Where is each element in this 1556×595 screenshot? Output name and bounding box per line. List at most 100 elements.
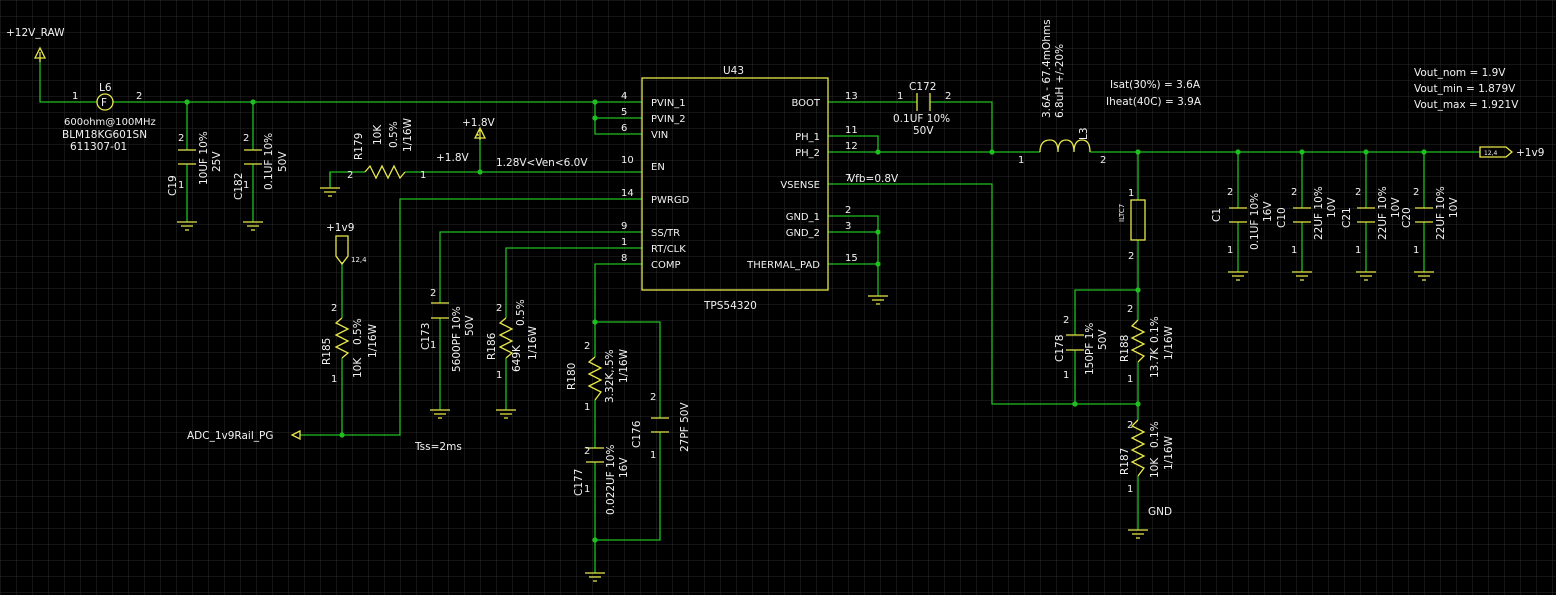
resistor-r188[interactable]: 2 1 R188 0.1% 13.7K 1/16W xyxy=(1119,304,1175,385)
c177-pin1: 1 xyxy=(584,484,590,495)
r179-pin2: 2 xyxy=(347,170,353,181)
r186-v3: 1/16W xyxy=(527,325,539,360)
resistor-r179[interactable]: 2 1 R179 10K 0.5% 1/16W xyxy=(347,117,426,181)
r180-pin1: 1 xyxy=(584,402,590,413)
c182-pin2: 2 xyxy=(243,133,249,144)
c20-pin2: 2 xyxy=(1413,187,1419,198)
r179-v2: 0.5% xyxy=(388,121,400,148)
ground-icon xyxy=(430,409,450,419)
cap-c178[interactable]: 2 1 C178 150PF 1% 50V xyxy=(1054,315,1109,381)
ic-pin-num-ph-1: 11 xyxy=(845,125,858,136)
c21-pin2: 2 xyxy=(1355,187,1361,198)
ic-pin-name-en: EN xyxy=(651,162,665,173)
c1-v1: 0.1UF 10% xyxy=(1249,193,1261,250)
l6-pin2: 2 xyxy=(136,91,142,102)
r188-pin2: 2 xyxy=(1127,304,1133,315)
c21-ref: C21 xyxy=(1341,207,1353,228)
r188-ref: R188 xyxy=(1119,335,1131,362)
r186-v1: 0.5% xyxy=(515,299,527,326)
c182-ref: C182 xyxy=(233,173,245,200)
ic-body[interactable] xyxy=(641,77,829,291)
note-vout-nom: Vout_nom = 1.9V xyxy=(1414,67,1506,79)
iltc7-pin1: 1 xyxy=(1128,188,1134,199)
power-symbols: +12V_RAW +1.8V +1.8V 1.28V<Ven<6.0V +1v9… xyxy=(6,27,1544,582)
cap-c182[interactable]: 2 1 C182 0.1UF 10% 50V xyxy=(233,133,289,200)
c178-ref: C178 xyxy=(1054,335,1066,362)
c173-v2: 50V xyxy=(464,315,476,336)
inductor-l3[interactable]: 1 2 L3 3.6A - 67.4mOhms 6.8uH +/-20% xyxy=(1018,19,1106,166)
c20-v2: 10V xyxy=(1448,197,1460,218)
c10-ref: C10 xyxy=(1276,207,1288,228)
net-label-12v-raw: +12V_RAW xyxy=(6,27,65,39)
c176-pin2: 2 xyxy=(650,392,656,403)
ic-left-pins: 4PVIN_15PVIN_26VIN10EN14PWRGD9SS/TR1RT/C… xyxy=(621,91,690,271)
cap-c172[interactable]: 1 2 C172 0.1UF 10% 50V xyxy=(893,81,951,137)
net-label-1v8-top: +1.8V xyxy=(462,117,495,129)
cap-c173[interactable]: 2 1 C173 5600PF 10% 50V xyxy=(420,288,476,372)
cap-c177[interactable]: 2 1 C177 0.022UF 10% 16V xyxy=(573,445,630,515)
r180-ref: R180 xyxy=(566,363,578,390)
c176-pin1: 1 xyxy=(650,450,656,461)
r187-v1: 0.1% xyxy=(1149,421,1161,448)
c176-ref: C176 xyxy=(631,420,643,448)
ic-ref: U43 xyxy=(723,65,744,77)
r180-pin2: 2 xyxy=(584,341,590,352)
r186-ref: R186 xyxy=(486,332,498,360)
port-tag-out: 12,4 xyxy=(1484,150,1498,157)
c177-pin2: 2 xyxy=(584,446,590,457)
r185-pin2: 2 xyxy=(331,303,337,314)
r188-v1: 0.1% xyxy=(1149,316,1161,343)
r179-v3: 1/16W xyxy=(402,117,414,152)
net-label-1v9-in: +1v9 xyxy=(326,222,354,234)
c173-ref: C173 xyxy=(420,323,432,350)
note-vout-max: Vout_max = 1.921V xyxy=(1414,99,1519,111)
c172-v1: 0.1UF 10% xyxy=(893,113,950,125)
ground-icon xyxy=(868,295,888,305)
resistor-r180[interactable]: 2 1 R180 3.32K,.5% 1/16W xyxy=(566,341,630,413)
r187-pin1: 1 xyxy=(1127,484,1133,495)
resistor-r185[interactable]: 2 1 R185 0.5% 10K 1/16W xyxy=(321,303,379,385)
ic-pin-name-pwrgd: PWRGD xyxy=(651,195,690,206)
net-label-gnd: GND xyxy=(1148,506,1172,518)
note-iheat: Iheat(40C) = 3.9A xyxy=(1106,96,1202,108)
r187-v3: 1/16W xyxy=(1163,435,1175,470)
r185-v1: 0.5% xyxy=(352,318,364,345)
ic-pin-num-pwrgd: 14 xyxy=(621,188,634,199)
wires xyxy=(39,62,1480,573)
c173-pin1: 1 xyxy=(430,340,436,351)
ground-icon xyxy=(1128,529,1148,539)
port-adc-icon xyxy=(290,429,301,441)
resistor-r186[interactable]: 2 1 R186 0.5% 649K 1/16W xyxy=(486,299,539,381)
ic-part: TPS54320 xyxy=(703,300,757,312)
c178-pin2: 2 xyxy=(1063,315,1069,326)
ic-u43[interactable]: U43 TPS54320 4PVIN_15PVIN_26VIN10EN14PWR… xyxy=(621,65,858,312)
note-isat: Isat(30%) = 3.6A xyxy=(1110,79,1201,91)
ic-pin-num-boot: 13 xyxy=(845,91,858,102)
r180-v2: 1/16W xyxy=(618,348,630,383)
cap-c176[interactable]: 2 1 C176 27PF 50V xyxy=(631,392,691,461)
ic-pin-name-pvin-1: PVIN_1 xyxy=(651,98,686,109)
resistor-r187[interactable]: 2 1 R187 0.1% 10K 1/16W xyxy=(1119,419,1175,495)
port-out-icon xyxy=(1479,146,1514,158)
component-iltc7[interactable]: 1 2 ILTC7 xyxy=(1118,188,1146,262)
l3-pin2: 2 xyxy=(1100,155,1106,166)
port-in-icon xyxy=(335,235,349,266)
note-vfb: Vfb=0.8V xyxy=(848,173,899,185)
cap-c1[interactable]: 2 1 C1 0.1UF 10% 16V xyxy=(1211,187,1274,256)
ground-icon xyxy=(1414,271,1434,281)
ferrite-l6[interactable]: F L6 1 2 600ohm@100MHz BLM18KG601SN 6113… xyxy=(62,82,156,153)
c177-ref: C177 xyxy=(573,469,585,496)
r188-v2: 13.7K xyxy=(1149,347,1161,378)
ground-icon xyxy=(177,221,197,231)
power-arrow-icon xyxy=(33,46,47,62)
ic-pin-name-boot: BOOT xyxy=(791,98,820,109)
cap-c10[interactable]: 2 1 C10 22UF 10% 10V xyxy=(1276,186,1338,256)
cap-c21[interactable]: 2 1 C21 22UF 10% 10V xyxy=(1341,186,1402,256)
notes: Vfb=0.8V Tss=2ms Isat(30%) = 3.6A Iheat(… xyxy=(414,67,1519,453)
c19-pin1: 1 xyxy=(178,180,184,191)
junction-dots xyxy=(184,99,1427,543)
c182-pin1: 1 xyxy=(243,180,249,191)
cap-c19[interactable]: 2 1 C19 10UF 10% 25V xyxy=(167,131,223,196)
cap-c20[interactable]: 2 1 C20 22UF 10% 10V xyxy=(1401,186,1460,256)
